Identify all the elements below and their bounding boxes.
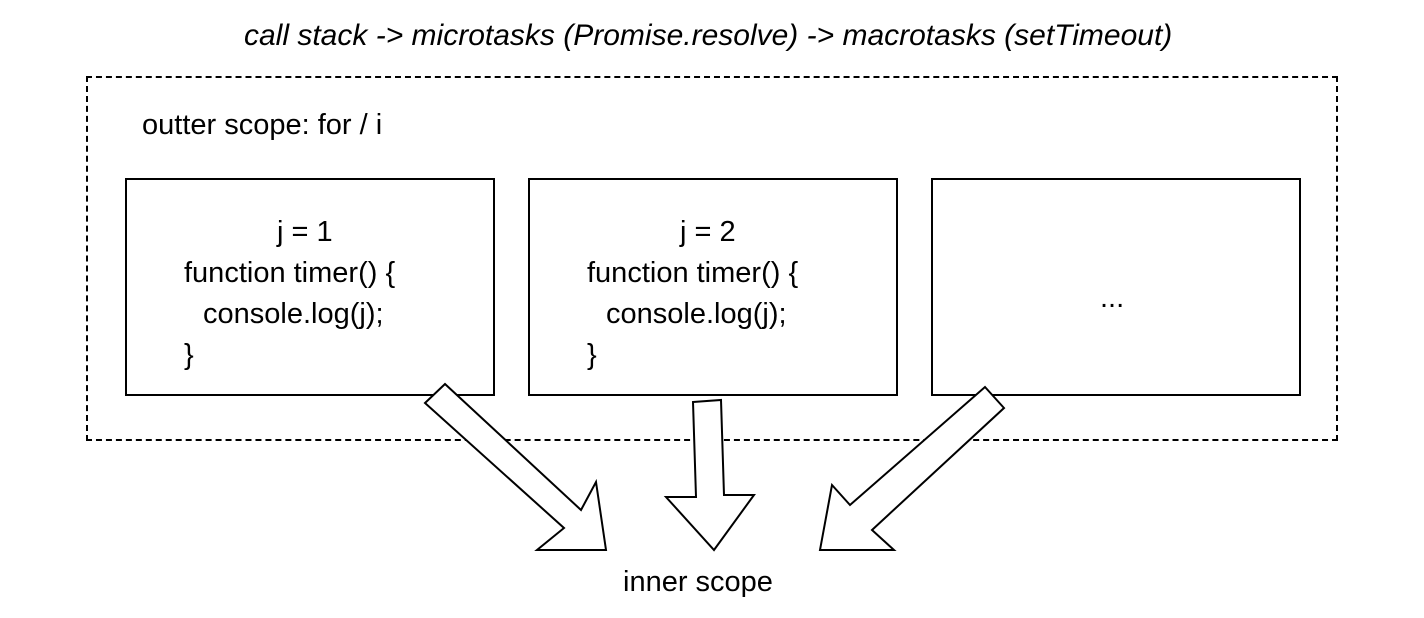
closure-box-1: j = 1 function timer() { console.log(j);… [125, 178, 495, 396]
closure-box-2-line-4: } [587, 339, 597, 371]
arrow-right-icon [818, 385, 1006, 551]
closure-box-2: j = 2 function timer() { console.log(j);… [528, 178, 898, 396]
closure-box-3-ellipsis: ... [1100, 282, 1125, 314]
diagram-title: call stack -> microtasks (Promise.resolv… [244, 19, 1173, 52]
closure-box-2-line-1: j = 2 [680, 216, 736, 248]
closure-box-2-line-3: console.log(j); [606, 298, 787, 330]
closure-box-1-line-3: console.log(j); [203, 298, 384, 330]
outer-scope-label: outter scope: for / i [142, 109, 383, 141]
arrow-left-icon [423, 382, 608, 551]
closure-box-2-line-2: function timer() { [587, 257, 799, 289]
closure-box-1-line-2: function timer() { [184, 257, 396, 289]
arrow-middle-icon [663, 398, 756, 552]
closure-box-1-line-1: j = 1 [277, 216, 333, 248]
closure-box-1-line-4: } [184, 339, 194, 371]
closure-box-3: ... [931, 178, 1301, 396]
inner-scope-label: inner scope [623, 566, 773, 598]
